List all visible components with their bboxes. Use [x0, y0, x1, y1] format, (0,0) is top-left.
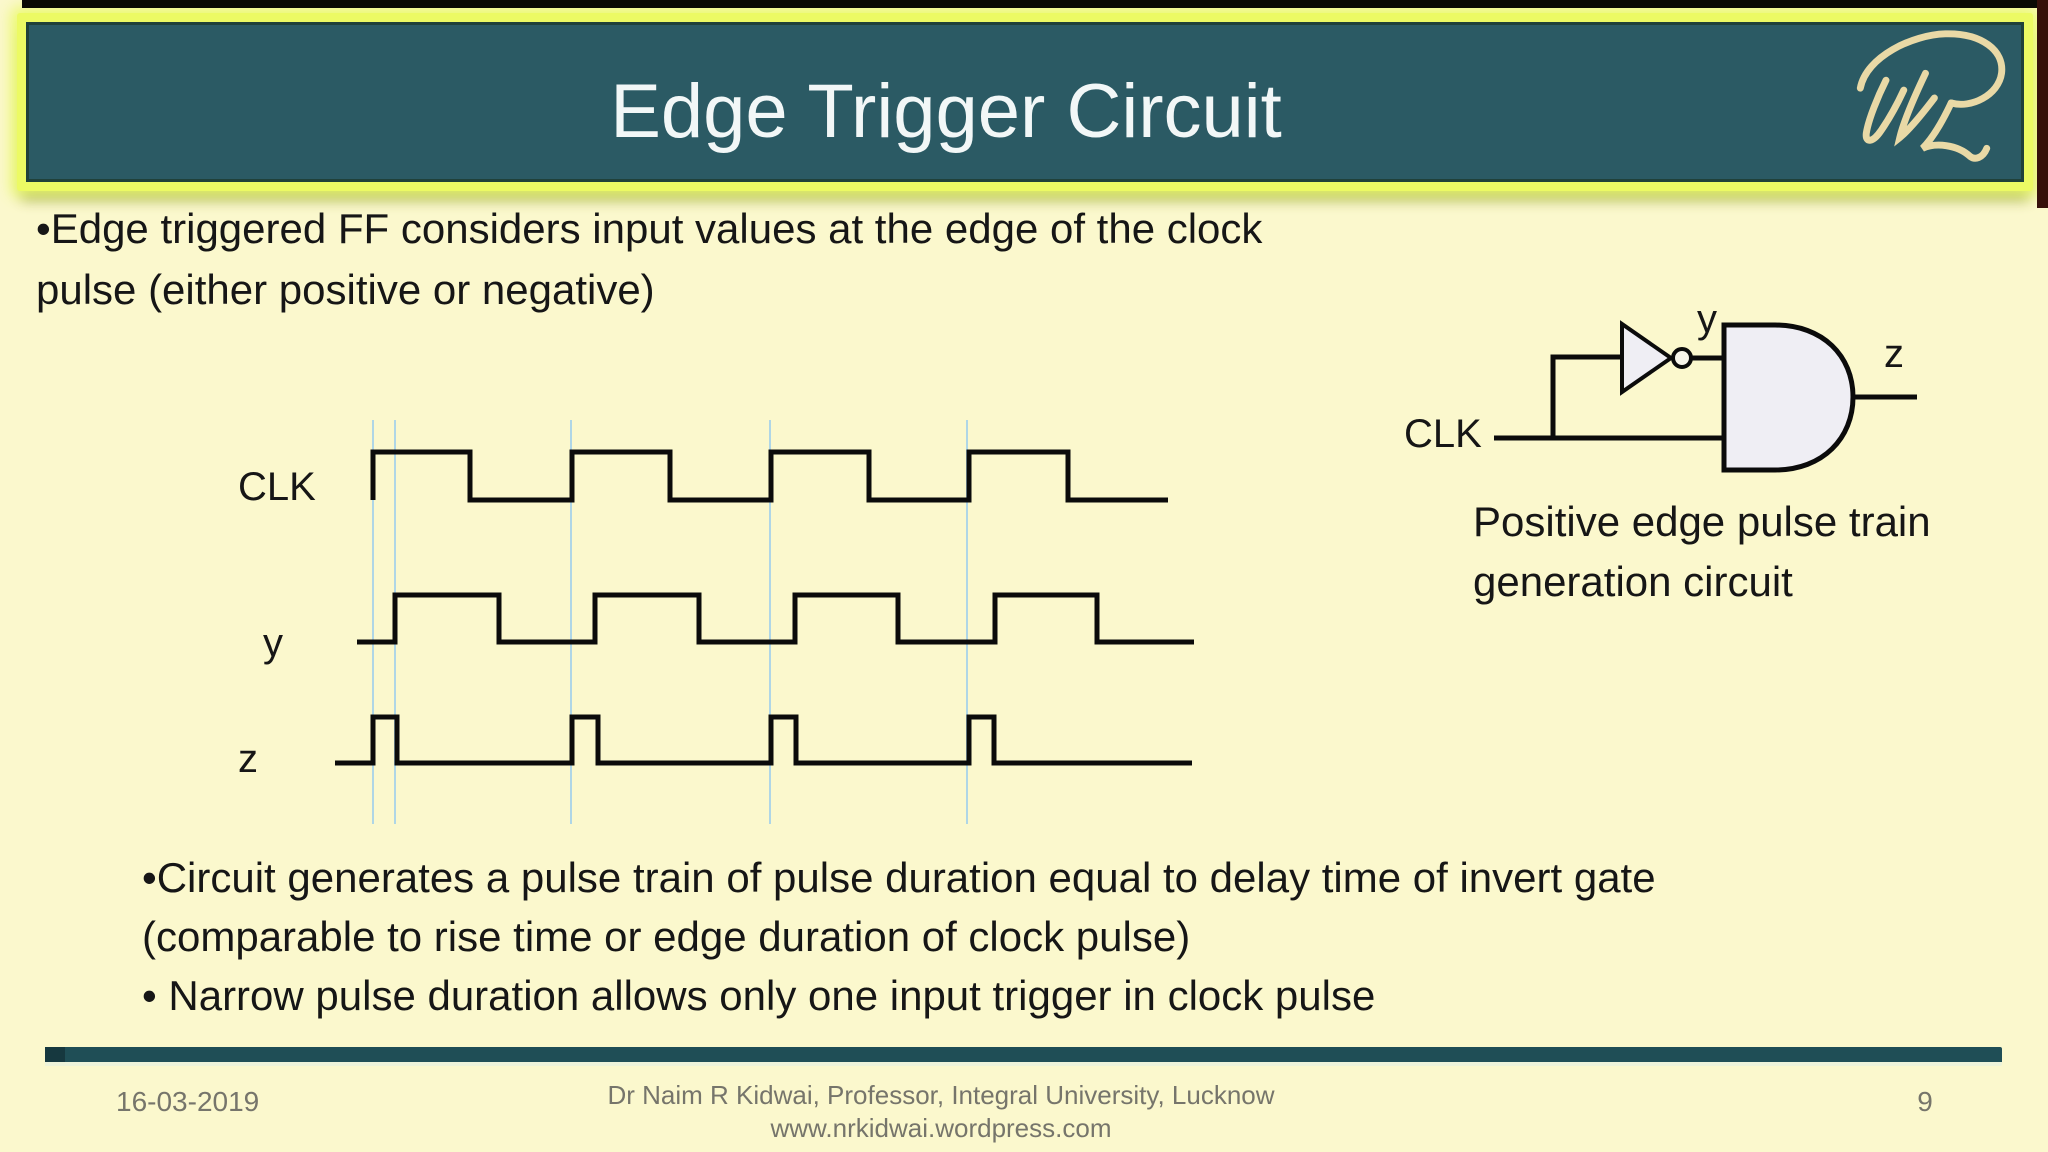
pulse-circuit: CLK y z: [1404, 297, 1917, 473]
logo-loop-stroke: [1856, 30, 2006, 108]
screenshot-top-edge: [22, 0, 2048, 8]
waveform-z: [335, 714, 1192, 766]
page-title: Edge Trigger Circuit: [610, 68, 1282, 154]
timing-label-y: y: [263, 621, 283, 665]
circuit-y-label: y: [1697, 297, 1717, 341]
waveform-clk: [370, 449, 1168, 503]
footer-credit: Dr Naim R Kidwai, Professor, Integral Un…: [491, 1079, 1391, 1145]
footer-credit-line-1: Dr Naim R Kidwai, Professor, Integral Un…: [607, 1080, 1275, 1110]
logo-n-stroke-1: [1862, 76, 1908, 144]
timing-label-z: z: [238, 737, 258, 781]
timing-diagram: [335, 420, 1194, 824]
logo-n-stroke-2: [1894, 69, 1938, 147]
circuit-branch-wire: [1550, 354, 1622, 438]
title-bar: Edge Trigger Circuit: [17, 13, 2033, 191]
circuit-z-label: z: [1884, 332, 1904, 376]
circuit-caption-line-2: generation circuit: [1473, 558, 1793, 605]
footer-date: 16-03-2019: [116, 1086, 260, 1117]
footer-divider-bar: [45, 1047, 2002, 1066]
waveform-y: [357, 592, 1194, 645]
bottom-bullet-line-1: •Circuit generates a pulse train of puls…: [142, 854, 1656, 901]
bottom-bullet-line-2: (comparable to rise time or edge duratio…: [142, 913, 1191, 960]
inverter-gate-icon: [1620, 320, 1675, 396]
logo-r-leg-stroke: [1920, 99, 1991, 162]
footer-credit-line-2: www.nrkidwai.wordpress.com: [770, 1113, 1112, 1143]
circuit-clk-label: CLK: [1404, 412, 1482, 456]
inverter-bubble-icon: [1671, 347, 1693, 369]
screenshot-right-edge: [2037, 0, 2048, 208]
top-bullet-block: •Edge triggered FF considers input value…: [36, 198, 1456, 320]
page-number: 9: [1917, 1086, 1933, 1117]
and-gate-icon: [1721, 322, 1856, 473]
title-bar-inner: Edge Trigger Circuit: [26, 22, 2024, 182]
bottom-bullet-line-3: • Narrow pulse duration allows only one …: [142, 972, 1376, 1019]
top-bullet-line-2: pulse (either positive or negative): [36, 266, 655, 313]
top-bullet-line-1: •Edge triggered FF considers input value…: [36, 205, 1263, 252]
timing-label-clk: CLK: [238, 465, 316, 509]
nr-script-logo-icon: [1856, 30, 2006, 162]
circuit-caption: Positive edge pulse train generation cir…: [1473, 492, 2033, 612]
bottom-bullet-block: •Circuit generates a pulse train of puls…: [142, 848, 1922, 1025]
circuit-caption-line-1: Positive edge pulse train: [1473, 498, 1931, 545]
